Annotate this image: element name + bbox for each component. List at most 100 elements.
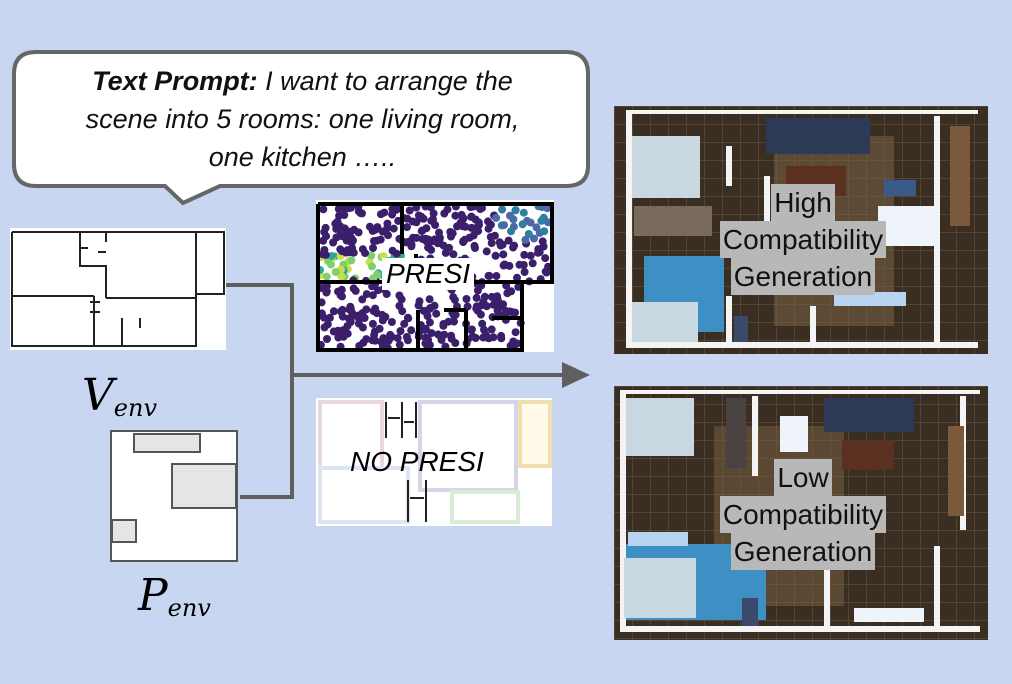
arrow-head <box>562 362 590 388</box>
point-cloud-dot <box>462 295 471 303</box>
point-cloud-dot <box>502 307 511 315</box>
high-compat-label: High Compatibility Generation <box>713 184 893 295</box>
point-cloud-dot <box>370 237 378 245</box>
point-cloud-dot <box>358 209 366 218</box>
point-cloud-dot <box>515 260 524 269</box>
point-cloud-dot <box>538 237 547 246</box>
point-cloud-dot <box>405 206 414 215</box>
point-cloud-dot <box>380 208 389 217</box>
point-cloud-dot <box>433 239 442 248</box>
point-cloud-dot <box>331 268 340 277</box>
prompt-line-3: one kitchen ….. <box>208 142 397 172</box>
point-cloud-dot <box>397 295 406 304</box>
point-cloud-dot <box>482 247 491 256</box>
point-cloud-dot <box>439 321 448 330</box>
low-compat-label: Low Compatibility Generation <box>713 459 893 570</box>
point-cloud-dot <box>518 220 527 229</box>
point-cloud-dot <box>471 334 480 342</box>
point-cloud-dot <box>511 328 520 337</box>
point-cloud-dot <box>429 209 438 218</box>
point-cloud-dot <box>449 250 458 259</box>
point-cloud-dot <box>370 330 379 339</box>
point-cloud-dot <box>526 251 535 260</box>
point-cloud-dot <box>362 335 371 344</box>
point-cloud-dot <box>467 212 476 221</box>
point-cloud-dot <box>367 251 376 260</box>
point-cloud-dot <box>524 230 533 238</box>
point-cloud-dot <box>396 327 405 335</box>
v-env-floorplan <box>10 228 226 350</box>
point-cloud-dot <box>369 244 377 252</box>
point-cloud-dot <box>509 337 518 346</box>
point-cloud-dot <box>327 252 336 260</box>
point-cloud-dot <box>499 300 508 309</box>
point-cloud-dot <box>329 307 338 316</box>
point-cloud-dot <box>520 268 529 276</box>
point-cloud-dot <box>325 313 334 322</box>
point-cloud-dot <box>354 228 363 237</box>
v-env-label: Venv <box>82 370 157 422</box>
point-cloud-dot <box>421 324 430 333</box>
point-cloud-dot <box>348 308 357 317</box>
point-cloud-dot <box>426 304 435 312</box>
point-cloud-dot <box>500 221 508 230</box>
point-cloud-dot <box>400 319 409 328</box>
point-cloud-dot <box>449 293 458 302</box>
point-cloud-dot <box>540 227 549 236</box>
point-cloud-dot <box>447 334 456 343</box>
point-cloud-dot <box>332 233 341 242</box>
point-cloud-dot <box>486 233 495 241</box>
prompt-lead: Text Prompt: <box>92 66 258 96</box>
point-cloud-dot <box>479 297 488 306</box>
point-cloud-dot <box>395 340 404 349</box>
point-cloud-dot <box>508 308 517 317</box>
p-env-plan <box>110 430 238 562</box>
point-cloud-dot <box>471 244 479 252</box>
point-cloud-dot <box>320 250 329 259</box>
point-cloud-dot <box>362 290 371 299</box>
point-cloud-dot <box>319 313 328 322</box>
point-cloud-dot <box>387 318 396 326</box>
point-cloud-dot <box>425 318 434 327</box>
point-cloud-dot <box>414 301 423 310</box>
point-cloud-dot <box>336 291 345 300</box>
point-cloud-dot <box>485 271 494 280</box>
point-cloud-dot <box>365 222 374 231</box>
presi-label: PRESI <box>382 258 475 290</box>
prompt-line-1: I want to arrange the <box>257 66 513 96</box>
point-cloud-dot <box>543 204 552 213</box>
point-cloud-dot <box>542 268 551 277</box>
point-cloud-dot <box>338 247 346 256</box>
point-cloud-dot <box>374 286 382 295</box>
point-cloud-dot <box>451 211 460 220</box>
point-cloud-dot <box>541 254 550 263</box>
point-cloud-dot <box>358 323 367 332</box>
point-cloud-dot <box>395 301 404 310</box>
point-cloud-dot <box>504 236 513 245</box>
point-cloud-dot <box>320 323 329 332</box>
point-cloud-dot <box>510 241 519 250</box>
point-cloud-dot <box>339 326 348 335</box>
point-cloud-dot <box>497 334 506 343</box>
point-cloud-dot <box>478 319 487 328</box>
point-cloud-dot <box>414 211 423 220</box>
point-cloud-dot <box>457 210 466 219</box>
point-cloud-dot <box>427 329 436 338</box>
point-cloud-dot <box>424 243 433 252</box>
point-cloud-dot <box>421 333 430 342</box>
point-cloud-dot <box>513 273 521 282</box>
point-cloud-dot <box>458 222 467 231</box>
point-cloud-dot <box>465 233 474 242</box>
point-cloud-dot <box>412 218 421 227</box>
point-cloud-dot <box>506 211 514 220</box>
point-cloud-dot <box>346 302 355 311</box>
point-cloud-dot <box>451 310 460 319</box>
point-cloud-dot <box>329 327 338 336</box>
point-cloud-dot <box>407 326 416 335</box>
point-cloud-dot <box>425 295 434 304</box>
point-cloud-dot <box>387 333 396 341</box>
point-cloud-dot <box>375 324 384 333</box>
point-cloud-dot <box>498 205 507 214</box>
point-cloud-dot <box>355 311 364 320</box>
